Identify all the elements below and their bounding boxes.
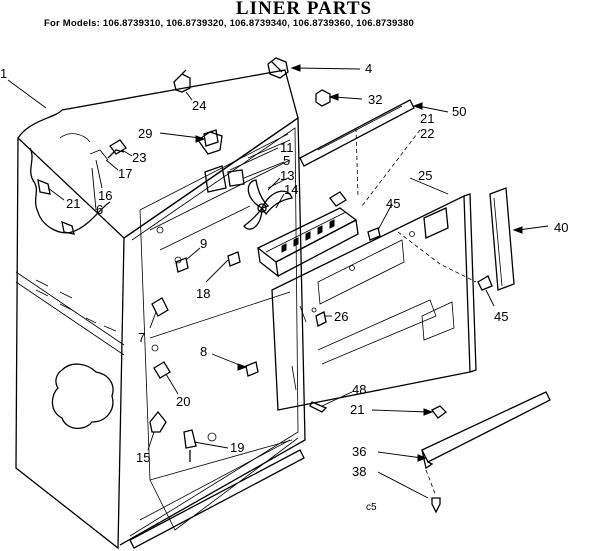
- control-housing: [256, 191, 359, 278]
- callout-25: 25: [418, 168, 432, 183]
- callout-18: 18: [196, 286, 210, 301]
- diagram-title: LINER PARTS: [235, 0, 373, 19]
- part-32: [315, 89, 331, 107]
- callout-21-left: 21: [66, 196, 80, 211]
- callout-6: 6: [96, 202, 103, 217]
- callout-50: 50: [452, 104, 466, 119]
- part-45-upper: [367, 227, 381, 241]
- part-29: [203, 129, 219, 147]
- callout-21-lower: 21: [350, 402, 364, 417]
- callout-24: 24: [192, 98, 206, 113]
- liner-body: [15, 69, 306, 550]
- callout-21-upper: 21: [420, 111, 434, 126]
- screw-48: [309, 401, 328, 413]
- callout-4: 4: [365, 61, 372, 76]
- part-9: [175, 257, 189, 273]
- screw-38: [431, 497, 441, 514]
- callout-23: 23: [132, 150, 146, 165]
- callout-45-upper: 45: [386, 196, 400, 211]
- part-8: [245, 361, 259, 377]
- part-4: [267, 57, 289, 79]
- callout-20: 20: [176, 394, 190, 409]
- leader-lines: [7, 64, 549, 499]
- callout-36: 36: [352, 444, 366, 459]
- callout-8: 8: [200, 344, 207, 359]
- part-15: [149, 410, 167, 433]
- callout-29: 29: [138, 126, 152, 141]
- callout-32: 32: [368, 92, 382, 107]
- callout-9: 9: [200, 236, 207, 251]
- part-19: [183, 429, 197, 462]
- callout-15: 15: [136, 450, 150, 465]
- grille-36: [421, 391, 551, 463]
- wire-harness: [29, 133, 125, 235]
- callout-22: 22: [420, 126, 434, 141]
- callout-16: 16: [98, 188, 112, 203]
- part-18: [227, 251, 241, 267]
- callout-17: 17: [118, 166, 132, 181]
- callout-7: 7: [138, 330, 145, 345]
- part-45-lower: [477, 275, 493, 291]
- control-area: [197, 131, 293, 230]
- callout-45-lower: 45: [494, 309, 508, 324]
- evaporator-cover-25: [271, 193, 477, 411]
- trim-strip-40: [489, 187, 515, 291]
- callout-5: 5: [283, 153, 290, 168]
- part-24: [173, 69, 191, 93]
- footer-mark: c5: [366, 502, 377, 513]
- callout-26: 26: [334, 309, 348, 324]
- part-20: [153, 361, 171, 379]
- callout-38: 38: [352, 464, 366, 479]
- callout-48: 48: [352, 382, 366, 397]
- callout-11: 11: [280, 140, 294, 155]
- side-cutout: [51, 363, 114, 429]
- callout-40: 40: [554, 220, 568, 235]
- callout-19: 19: [230, 440, 244, 455]
- callout-1: 1: [0, 66, 7, 81]
- callout-13: 13: [280, 168, 294, 183]
- rail-50: [299, 99, 415, 167]
- callout-14: 14: [284, 182, 298, 197]
- part-26: [315, 311, 327, 327]
- callout-labels: 1 4 32 24 50 21 22 29 11 5 13 14 23 17 1…: [0, 61, 568, 513]
- part-7: [151, 297, 169, 317]
- clip-21-lower: [431, 405, 447, 419]
- part-23: [109, 139, 127, 155]
- models-line: For Models: 106.8739310, 106.8739320, 10…: [44, 18, 414, 29]
